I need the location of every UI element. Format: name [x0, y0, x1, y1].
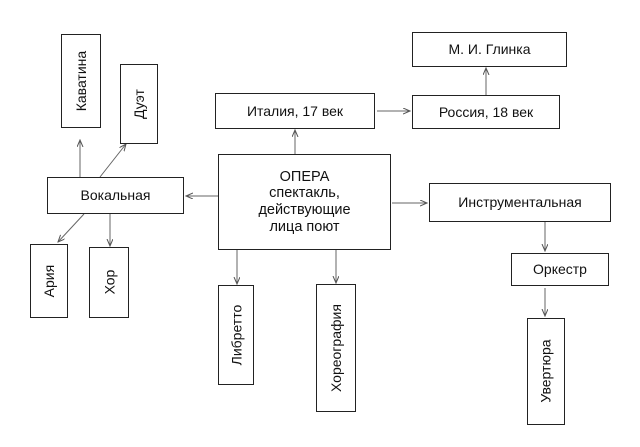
russia-label: Россия, 18 век	[438, 103, 534, 120]
orchestra-label: Оркестр	[533, 261, 587, 278]
opera-central-box: ОПЕРА спектакль, действующие лица поют	[218, 154, 391, 250]
cavatina-box: Каватина	[61, 34, 101, 128]
opera-line-2: спектакль,	[269, 185, 340, 202]
duet-box: Дуэт	[120, 64, 158, 144]
opera-title: ОПЕРА	[279, 168, 330, 185]
overture-label: Увертюра	[537, 339, 554, 404]
vocal-label: Вокальная	[80, 187, 151, 204]
choir-label: Хор	[100, 270, 117, 295]
duet-label: Дуэт	[130, 89, 147, 119]
opera-line-3: действующие	[258, 202, 351, 218]
vocal-box: Вокальная	[47, 177, 184, 214]
orchestra-box: Оркестр	[511, 253, 609, 286]
aria-label: Ария	[40, 264, 57, 298]
choreography-label: Хореография	[327, 304, 344, 392]
glinka-box: М. И. Глинка	[412, 32, 567, 67]
choreography-box: Хореография	[316, 284, 356, 412]
opera-line-4: лица поют	[269, 218, 340, 235]
instrumental-label: Инструментальная	[458, 194, 582, 211]
choir-box: Хор	[89, 247, 129, 318]
libretto-label: Либретто	[227, 304, 244, 366]
instrumental-box: Инструментальная	[429, 183, 611, 222]
arrow-vocal-to-duet	[99, 144, 126, 178]
italy-17th-century-box: Италия, 17 век	[215, 93, 375, 129]
italy-label: Италия, 17 век	[246, 102, 344, 119]
aria-box: Ария	[30, 244, 68, 318]
libretto-box: Либретто	[218, 285, 254, 385]
russia-18th-century-box: Россия, 18 век	[412, 95, 560, 129]
cavatina-label: Каватина	[72, 50, 89, 112]
arrow-vocal-to-aria	[58, 213, 85, 242]
glinka-label: М. И. Глинка	[448, 41, 531, 58]
overture-box: Увертюра	[527, 318, 565, 425]
